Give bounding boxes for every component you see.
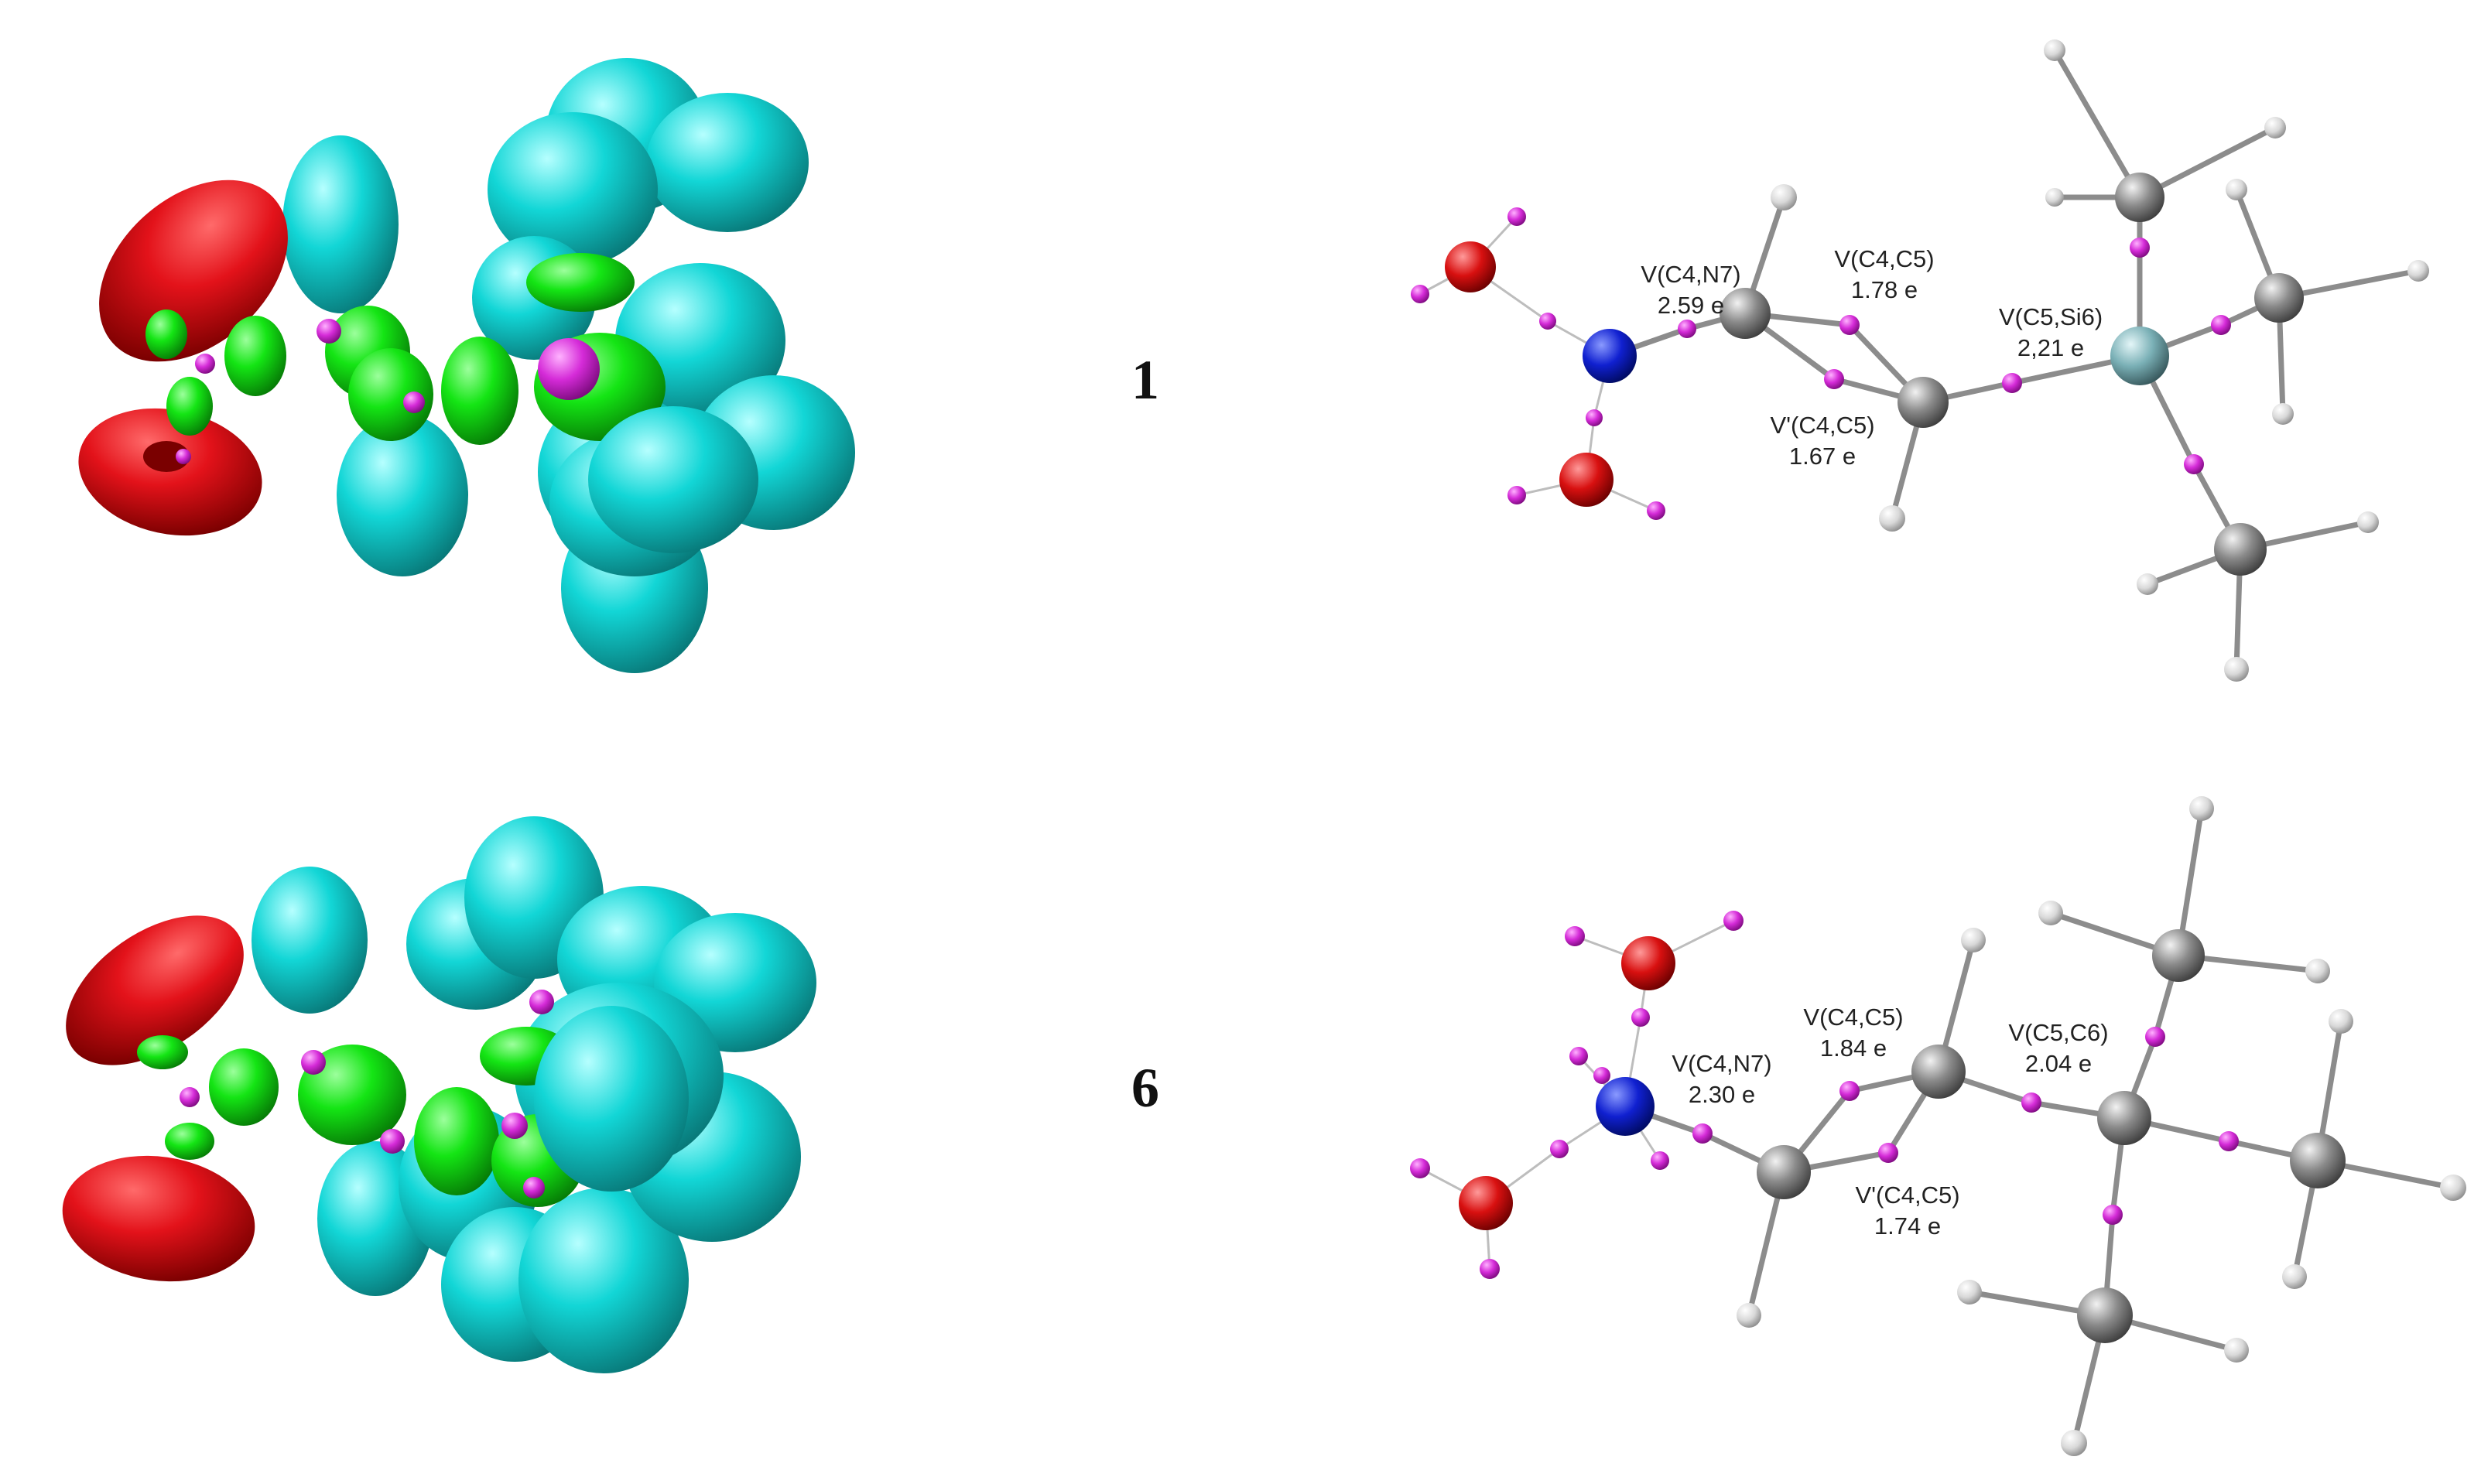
basin-population: 1.78 e — [1851, 276, 1918, 303]
basin-name: V'(C4,C5) — [1770, 412, 1874, 439]
basin-population: 2.30 e — [1689, 1081, 1755, 1108]
basin-name: V(C4,C5) — [1834, 245, 1934, 272]
compound-label-1: 1 — [1131, 349, 1159, 411]
ball-and-stick-1 — [1411, 39, 2429, 682]
basin-name: V'(C4,C5) — [1855, 1181, 1959, 1209]
elf-isosurface-6 — [62, 816, 816, 1373]
basin-population: 1.84 e — [1820, 1034, 1887, 1062]
basin-population: 1.67 e — [1789, 443, 1856, 470]
basin-annotations-1: V(C4,N7) 2.59 e V(C4,C5) 1.78 e V(C5,Si6… — [1641, 245, 2103, 470]
basin-name: V(C4,N7) — [1672, 1050, 1771, 1077]
basin-population: 1.74 e — [1874, 1212, 1941, 1240]
compound-label-6: 6 — [1131, 1057, 1159, 1119]
ball-and-stick-6 — [1410, 796, 2466, 1456]
basin-name: V(C5,C6) — [2008, 1019, 2108, 1046]
basin-name: V(C4,N7) — [1641, 261, 1740, 288]
basin-name: V(C4,C5) — [1803, 1004, 1903, 1031]
basin-annotations-6: V(C4,N7) 2.30 e V(C4,C5) 1.84 e V(C5,C6)… — [1672, 1004, 2108, 1240]
elf-isosurface-1 — [78, 58, 855, 673]
basin-population: 2,21 e — [2017, 334, 2084, 361]
basin-population: 2.04 e — [2025, 1050, 2092, 1077]
basin-population: 2.59 e — [1658, 292, 1724, 319]
basin-name: V(C5,Si6) — [1999, 303, 2103, 330]
